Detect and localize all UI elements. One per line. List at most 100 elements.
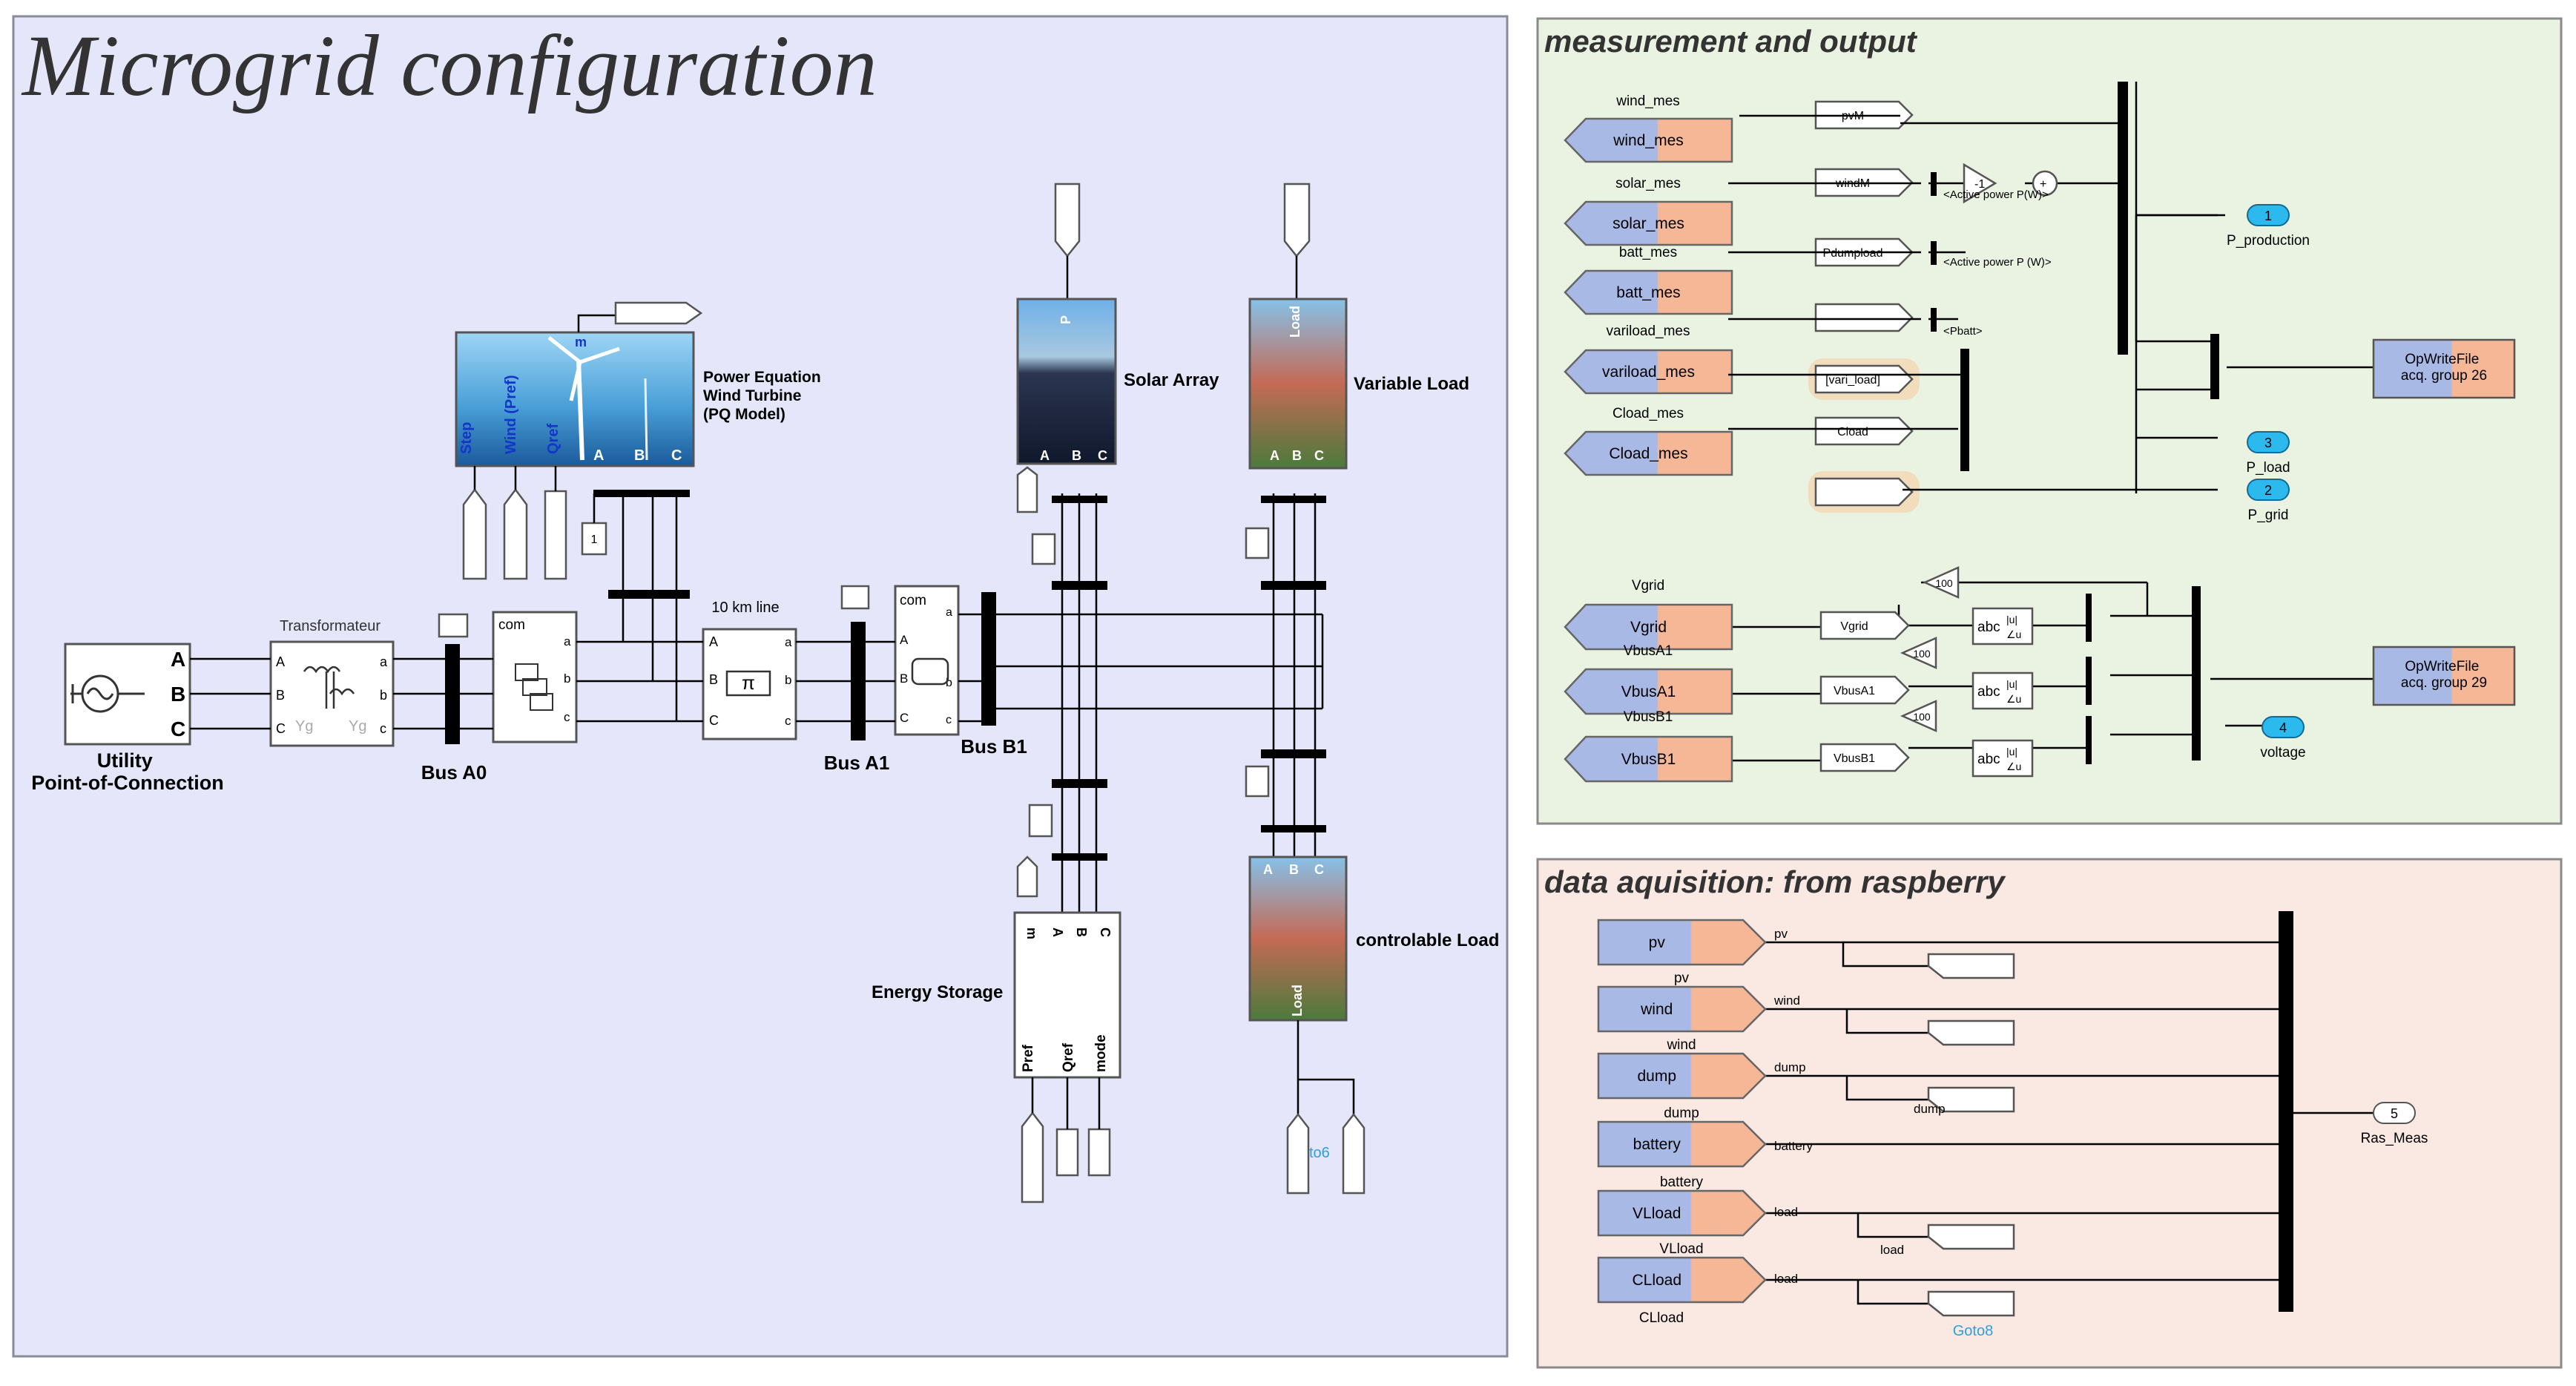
meas-from-tag-6[interactable]: [1808, 471, 1920, 513]
from-shape-3: [1814, 303, 1914, 332]
voltage-subsystem-0-text: Vgrid: [1630, 619, 1667, 636]
variable-load-label: Variable Load: [1354, 374, 1469, 394]
acq-load-branch-label: load: [1880, 1243, 1904, 1257]
br2-c: C: [900, 711, 909, 725]
meas-subsystem-0-shape: [1564, 117, 1733, 163]
pi-b2: b: [785, 673, 791, 687]
meas-sub-label-1: solar_mes: [1615, 176, 1681, 191]
acq-signal-label-1: wind: [1773, 993, 1800, 1008]
opwrite-1-l1: OpWriteFile: [2405, 352, 2479, 367]
acq-prev-label-3: dump: [1664, 1106, 1699, 1121]
utility-source-block[interactable]: A B C: [64, 643, 191, 746]
from-shape-6: [1814, 477, 1914, 507]
acq-goto-4: [1927, 1224, 2015, 1250]
wind-turbine-block[interactable]: Step Wind (Pref) Qref m A B C: [455, 331, 695, 467]
varload-a: A: [1270, 448, 1279, 463]
bus-b1: [981, 592, 996, 726]
solar-port-p: P: [1058, 315, 1073, 324]
cload-port: Load: [1290, 985, 1305, 1016]
outport-label-2: P_grid: [2248, 508, 2289, 523]
measurement-title: measurement and output: [1544, 24, 1918, 59]
meas-from-tag-3[interactable]: [1814, 303, 1914, 332]
from-shape-5: [1814, 416, 1914, 446]
gain100-0: [1922, 566, 1960, 599]
meas-subsystem-1[interactable]: solar_mes: [1564, 200, 1733, 246]
voltage-subsystem-1[interactable]: VbusA1: [1564, 668, 1733, 715]
breaker-2[interactable]: com A B C a b c: [840, 585, 960, 736]
acq-text-wind: wind: [1640, 1001, 1673, 1018]
controllable-load-block[interactable]: A B C Load to6: [1245, 765, 1366, 1195]
from-text-4: [vari_load]: [1825, 374, 1880, 387]
storage-pref: Pref: [1021, 1044, 1036, 1072]
meas-subsystem-0[interactable]: wind_mes: [1564, 117, 1733, 163]
acq-text-dump: dump: [1637, 1068, 1676, 1085]
goto6-label: to6: [1309, 1145, 1330, 1161]
storage-mode: mode: [1093, 1034, 1109, 1072]
transformer-block[interactable]: A B C a b c Yg Yg: [269, 640, 395, 747]
storage-c: C: [1098, 927, 1113, 937]
breaker-1[interactable]: com a b c: [438, 611, 578, 743]
abc-ang-0: ∠u: [2006, 628, 2021, 640]
outport-4[interactable]: [2262, 716, 2305, 738]
outport-1[interactable]: [2247, 204, 2290, 226]
acq-shape-battery: [1597, 1120, 1767, 1168]
wind-port-step: Step: [458, 422, 475, 454]
br2-b: B: [900, 671, 908, 686]
acq-block-pv[interactable]: pv: [1597, 919, 1767, 966]
acquisition-blocks[interactable]: pvpvwindpvwinddumpwinddumpbatterydumpbat…: [1597, 919, 2015, 1339]
acq-prev-label-4: battery: [1660, 1175, 1704, 1190]
meas-subsystem-2-shape: [1564, 269, 1733, 315]
meas-subsystem-2[interactable]: batt_mes: [1564, 269, 1733, 315]
pi-c: C: [709, 713, 719, 728]
outport-num-4: 4: [2279, 720, 2287, 735]
meas-from-tag-5[interactable]: Cload: [1814, 416, 1914, 446]
outport-2[interactable]: [2247, 479, 2290, 501]
pi-a2: a: [785, 635, 792, 649]
abc-block-2: [1971, 739, 2034, 778]
goto8-label: Goto8: [1953, 1323, 1993, 1339]
meas-subsystem-1-shape: [1564, 200, 1733, 246]
from-shape-4: [1814, 364, 1914, 394]
voltage-subsystem-2-shape: [1564, 735, 1733, 783]
meas-subsystem-3-text: variload_mes: [1602, 364, 1695, 381]
storage-a: A: [1050, 927, 1065, 937]
voltage-subsystem-2[interactable]: VbusB1: [1564, 735, 1733, 783]
acq-prev-label-1: pv: [1674, 970, 1690, 986]
variable-load-block[interactable]: Load A B C: [1245, 183, 1348, 559]
energy-storage-block[interactable]: m A B C Pref Qref mode: [1013, 804, 1121, 1203]
outport-5-label: Ras_Meas: [2361, 1131, 2428, 1146]
abc-ang-2: ∠u: [2006, 761, 2021, 772]
meas-subsystem-4-shape: [1564, 430, 1733, 476]
voltage-from-text-0: Vgrid: [1840, 620, 1868, 633]
solar-array-block[interactable]: P A B C: [1016, 183, 1117, 565]
acq-goto-1: [1927, 1019, 2015, 1046]
meas-subsystem-3[interactable]: variload_mes: [1564, 349, 1733, 395]
abc-text-1: abc: [1977, 684, 2000, 700]
wt-l1: Power Equation: [703, 369, 821, 386]
varload-port: Load: [1288, 306, 1302, 338]
meas-from-tag-4[interactable]: [vari_load]: [1808, 358, 1920, 400]
wind-input-ports[interactable]: 1: [462, 466, 607, 580]
voltage-subsystem-0[interactable]: Vgrid: [1564, 603, 1733, 651]
meas-subsystem-1-text: solar_mes: [1613, 215, 1684, 232]
voltage-label-0: Vgrid: [1632, 578, 1664, 594]
measurement-static-blocks[interactable]: -1 + <Active power P(W)> <Active power P…: [1931, 82, 2219, 764]
meas-sub-label-3: variload_mes: [1607, 323, 1690, 339]
meas-subsystem-4[interactable]: Cload_mes: [1564, 430, 1733, 476]
opwrite-1-text: OpWriteFile acq. group 26: [2401, 352, 2487, 384]
wind-m-goto[interactable]: [577, 301, 703, 332]
wind-port-m: m: [575, 335, 587, 349]
opwrite-blocks[interactable]: OpWriteFile acq. group 26 OpWriteFile ac…: [2372, 338, 2516, 706]
outport-3[interactable]: [2247, 431, 2290, 453]
pi-line-block[interactable]: π A B C a b c: [702, 628, 797, 740]
acq-branch-5: [1857, 1280, 1928, 1305]
outport-5[interactable]: [2373, 1102, 2416, 1124]
